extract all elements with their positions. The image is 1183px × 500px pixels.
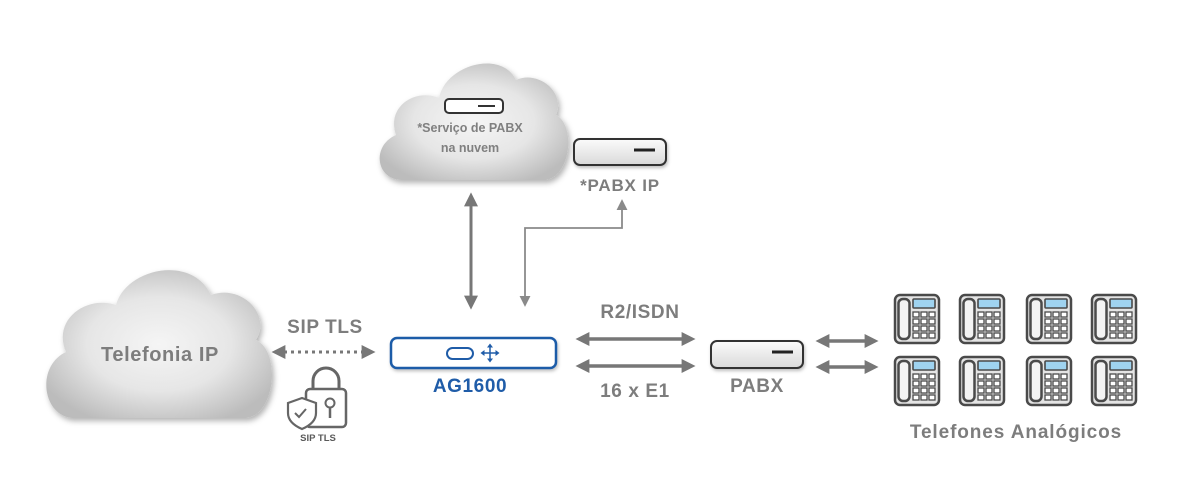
pabx-ip-node: *PABX IP — [573, 138, 667, 195]
desk-phone-icon — [893, 293, 941, 345]
desk-phone-icon — [958, 293, 1006, 345]
e1-label: 16 x E1 — [600, 381, 670, 402]
padlock-shield-icon — [286, 366, 348, 431]
server-device-icon — [573, 138, 667, 166]
desk-phone-icon — [958, 355, 1006, 407]
r2-isdn-label: R2/ISDN — [600, 302, 679, 323]
cloud-shape — [46, 270, 273, 418]
ip-telephony-cloud: Telefonia IP — [46, 270, 273, 418]
gateway-device-icon — [389, 336, 558, 370]
cloud-shape — [379, 63, 569, 181]
pabx-ip-label: *PABX IP — [580, 176, 660, 195]
ag1600-gateway: AG1600 — [389, 336, 558, 397]
server-device-icon — [444, 98, 504, 114]
ip-telephony-label: Telefonia IP — [101, 344, 219, 366]
cloud-service-line2: na nuvem — [441, 141, 499, 155]
desk-phone-icon — [1025, 355, 1073, 407]
desk-phone-icon — [1090, 293, 1138, 345]
ag1600-label: AG1600 — [433, 376, 507, 397]
desk-phone-icon — [1025, 293, 1073, 345]
pabx-ip-link-arrow — [519, 199, 628, 307]
cloud-pabx-service: *Serviço de PABX na nuvem — [379, 63, 569, 181]
pabx-label: PABX — [730, 376, 784, 397]
desk-phone-icon — [893, 355, 941, 407]
cloud-service-line1: *Serviço de PABX — [417, 121, 523, 135]
sip-tls-label: SIP TLS — [287, 317, 363, 338]
lock-label: SIP TLS — [300, 433, 336, 444]
server-device-icon — [710, 340, 804, 369]
pabx-node: PABX — [710, 340, 804, 397]
analog-phones-label: Telefones Analógicos — [910, 422, 1122, 443]
desk-phone-icon — [1090, 355, 1138, 407]
analog-phones-grid — [893, 293, 1138, 407]
